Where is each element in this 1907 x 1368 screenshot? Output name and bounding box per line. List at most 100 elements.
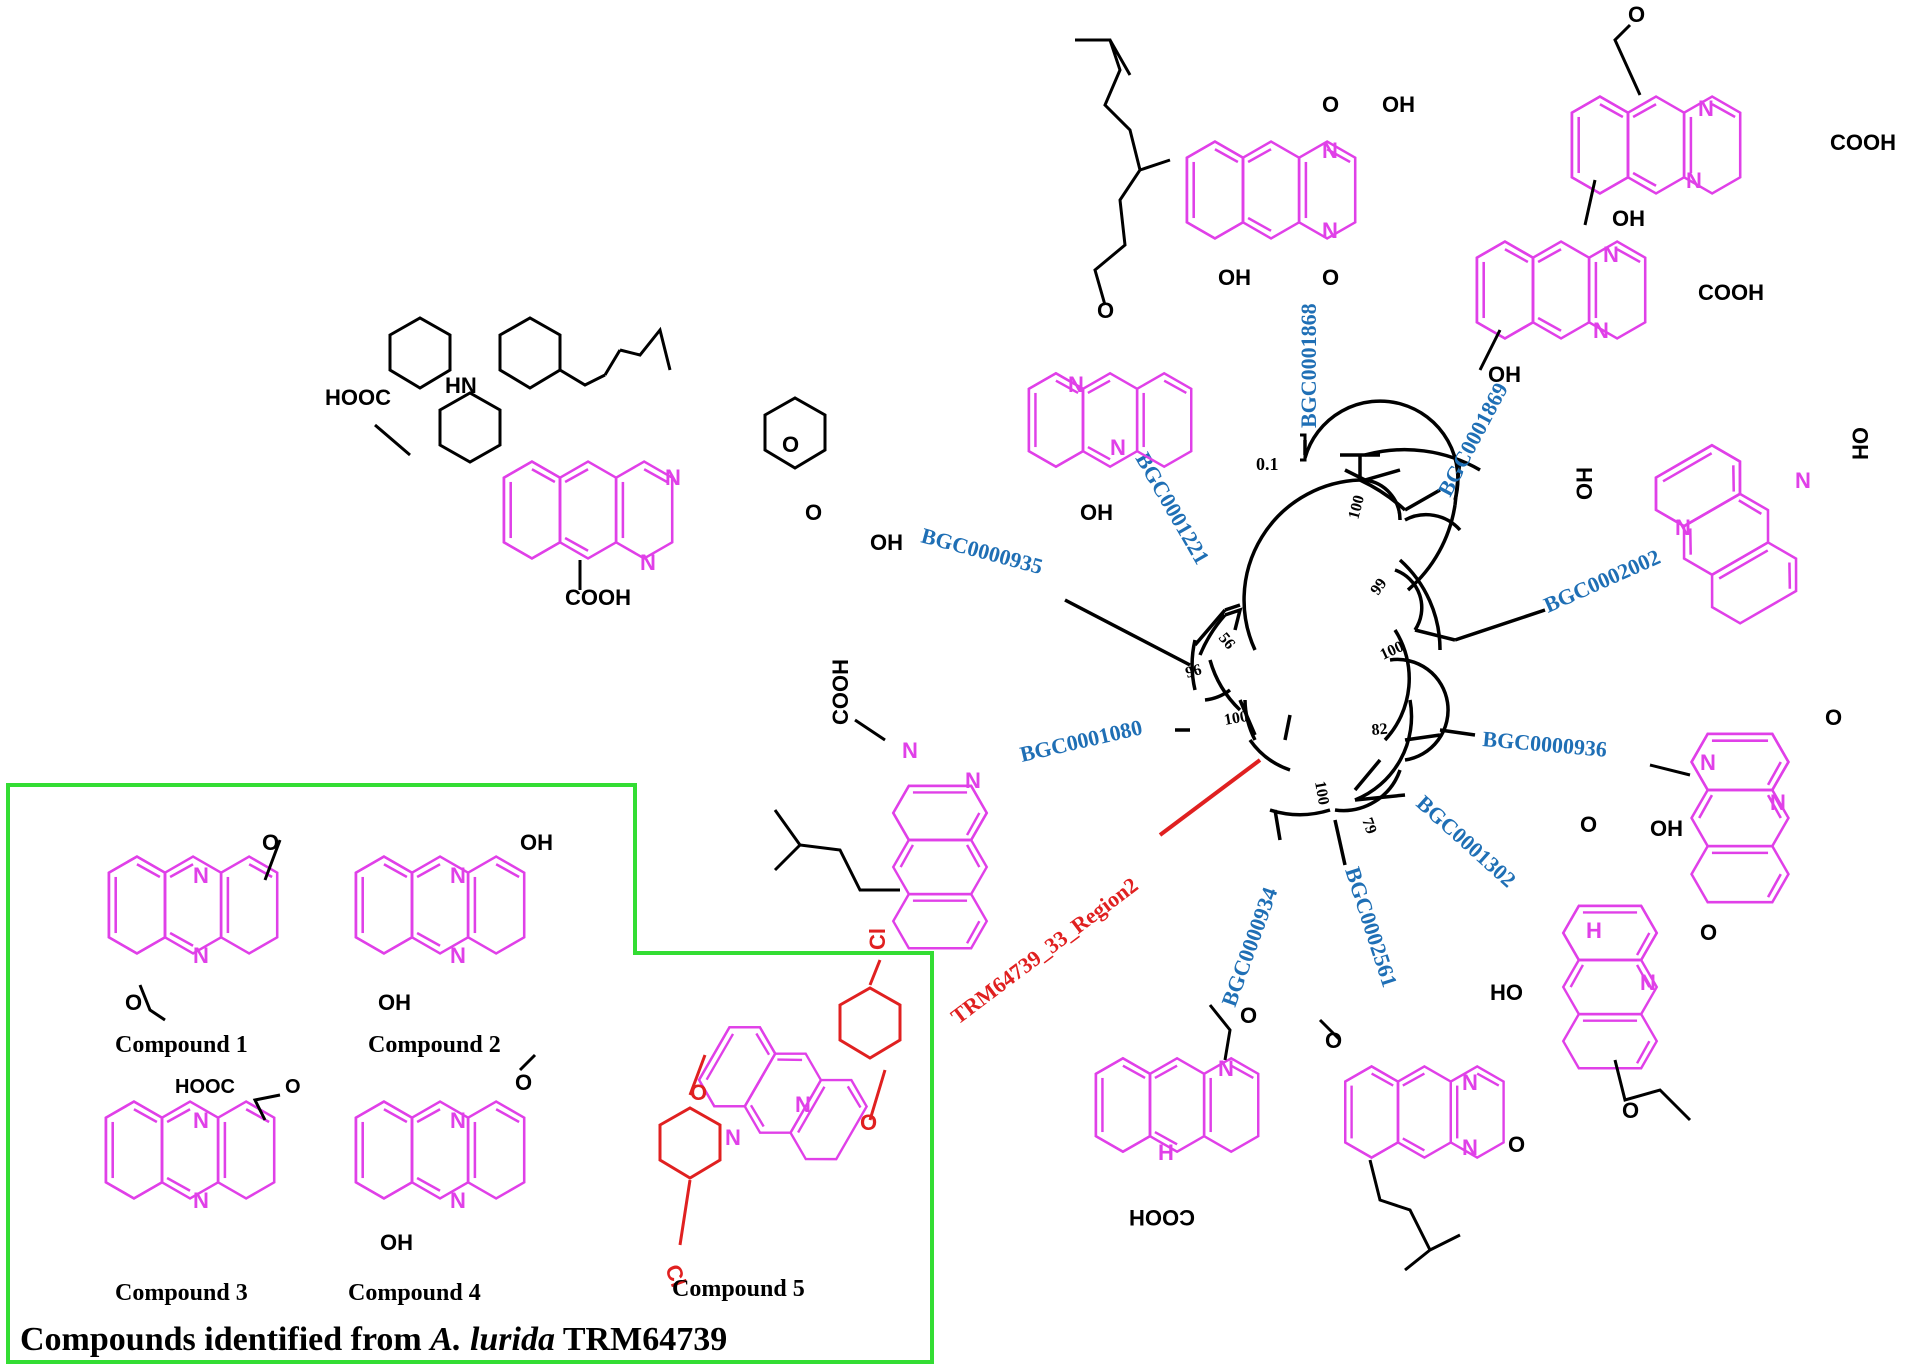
svg-text:OH: OH xyxy=(1218,265,1251,290)
svg-text:O: O xyxy=(1097,298,1114,323)
tree-branch xyxy=(1208,659,1242,712)
structure-bgc0001869-lower: N N COOH OH xyxy=(1475,240,1764,387)
tree-branch xyxy=(1359,478,1407,512)
svg-text:OH: OH xyxy=(1572,467,1597,500)
structure-bgc1868: N N O O OH OH xyxy=(1185,92,1415,290)
bootstrap-value: 79 xyxy=(1358,816,1379,837)
svg-text:N: N xyxy=(1698,96,1714,121)
svg-text:HN: HN xyxy=(445,373,477,398)
svg-text:HOOC: HOOC xyxy=(325,385,391,410)
leaf-label-bgc1868: BGC0001868 xyxy=(1296,303,1321,428)
compound-4-structure: NN O OH xyxy=(354,1053,537,1255)
svg-text:COOH: COOH xyxy=(1129,1205,1195,1230)
tree-branch xyxy=(1190,639,1197,691)
svg-text:N: N xyxy=(1640,970,1656,995)
structure-bgc1080: NN COOH xyxy=(773,659,988,950)
svg-text:N: N xyxy=(1110,435,1126,460)
svg-text:COOH: COOH xyxy=(1698,280,1764,305)
svg-text:N: N xyxy=(193,1188,209,1213)
compound-1-label: Compound 1 xyxy=(115,1032,248,1058)
leaf-label-bgc2002: BGC0002002 xyxy=(1540,544,1664,618)
scale-label: 0.1 xyxy=(1256,454,1279,474)
svg-text:N: N xyxy=(1686,168,1702,193)
compound-2-label: Compound 2 xyxy=(368,1032,501,1058)
svg-text:O: O xyxy=(262,830,279,855)
leaf-stem-bgc1221 xyxy=(1224,603,1241,612)
tree-branch xyxy=(1344,468,1401,482)
svg-text:N: N xyxy=(450,863,466,888)
compound-5-label: Compound 5 xyxy=(672,1276,805,1302)
svg-text:O: O xyxy=(782,432,799,457)
leaf-stem-bgc0935 xyxy=(1064,598,1191,667)
bootstrap-value: 56 xyxy=(1215,630,1238,653)
tree-branch xyxy=(1269,808,1331,817)
svg-text:O: O xyxy=(1322,92,1339,117)
leaf-stem-bgc1869 xyxy=(1404,488,1441,512)
svg-text:O: O xyxy=(1240,1003,1257,1028)
svg-text:N: N xyxy=(1322,138,1338,163)
compound-2-structure: NN OH OH xyxy=(354,830,553,1015)
compounds-box xyxy=(6,783,934,1364)
compound-1-structure: N N O O xyxy=(107,830,282,1022)
tree-branch xyxy=(1242,478,1361,651)
bootstrap-value: 99 xyxy=(1367,575,1390,598)
tree-branch xyxy=(1364,447,1481,472)
svg-text:O: O xyxy=(1825,705,1842,730)
leaf-label-bgc1080: BGC0001080 xyxy=(1018,714,1145,766)
tree-branch xyxy=(1248,738,1291,772)
leaf-label-bgc1869: BGC0001869 xyxy=(1432,379,1513,501)
svg-text:N: N xyxy=(665,465,681,490)
bootstrap-value: 82 xyxy=(1371,721,1388,739)
svg-text:O: O xyxy=(860,1110,877,1135)
svg-text:N: N xyxy=(725,1125,741,1150)
bootstrap-value: 100 xyxy=(1345,493,1368,521)
svg-text:O: O xyxy=(1700,920,1717,945)
tree-branch xyxy=(1334,769,1402,813)
compound-4-label: Compound 4 xyxy=(348,1280,481,1306)
svg-text:N: N xyxy=(1593,318,1609,343)
svg-text:N: N xyxy=(1795,468,1811,493)
leaf-label-bgc2561: BGC0002561 xyxy=(1340,864,1402,990)
svg-text:N: N xyxy=(640,550,656,575)
svg-text:N: N xyxy=(1770,790,1786,815)
svg-text:N: N xyxy=(450,943,466,968)
svg-text:N: N xyxy=(795,1092,811,1117)
tree-branch xyxy=(1398,558,1442,651)
scale-bracket xyxy=(1300,433,1307,462)
bootstrap-value: 100 xyxy=(1311,780,1332,807)
tree-branch xyxy=(1198,613,1227,656)
svg-text:N: N xyxy=(1218,1056,1234,1081)
svg-text:N: N xyxy=(193,943,209,968)
structure-bgc2561: NN OO xyxy=(1318,1018,1525,1272)
svg-text:O: O xyxy=(1325,1028,1342,1053)
svg-text:Cl: Cl xyxy=(865,928,890,950)
bootstrap-value: 100 xyxy=(1223,708,1250,729)
leaf-label-bgc1302: BGC0001302 xyxy=(1412,790,1521,892)
leaf-label-trm64739: TRM64739_33_Region2 xyxy=(946,872,1143,1029)
leaf-stem-bgc0936 xyxy=(1439,728,1476,737)
svg-text:OH: OH xyxy=(1612,206,1645,231)
tree-branch xyxy=(1406,504,1457,592)
svg-text:OH: OH xyxy=(1488,362,1521,387)
svg-text:OH: OH xyxy=(1080,500,1113,525)
svg-text:H: H xyxy=(1158,1140,1174,1165)
svg-text:O: O xyxy=(1628,2,1645,27)
box-title: Compounds identified from A. lurida TRM6… xyxy=(20,1321,727,1358)
svg-text:OH: OH xyxy=(1382,92,1415,117)
svg-text:O: O xyxy=(125,990,142,1015)
leaf-label-bgc1221: BGC0001221 xyxy=(1131,448,1215,568)
svg-text:N: N xyxy=(193,863,209,888)
svg-text:COOH: COOH xyxy=(828,659,853,725)
svg-text:COOH: COOH xyxy=(565,585,631,610)
svg-text:N: N xyxy=(1603,242,1619,267)
svg-text:OH: OH xyxy=(380,1230,413,1255)
svg-text:O: O xyxy=(1322,265,1339,290)
tree-branch xyxy=(1340,453,1380,480)
tree-branch xyxy=(1224,607,1243,631)
svg-text:N: N xyxy=(193,1108,209,1133)
svg-text:O: O xyxy=(515,1070,532,1095)
svg-text:H: H xyxy=(1586,918,1602,943)
